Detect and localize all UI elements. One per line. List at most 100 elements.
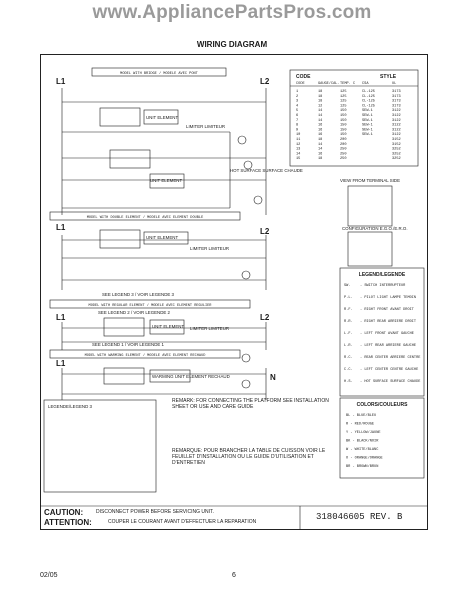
code-table-cell: 1 bbox=[296, 90, 298, 94]
section-title-double: MODEL WITH DOUBLE ELEMENT / MODELE AVEC … bbox=[87, 215, 203, 220]
legend-desc: - LEFT FRONT AVANT GAUCHE bbox=[360, 332, 414, 336]
hot-surface-label-1: HOT SURFACE SURFACE CHAUDE bbox=[230, 168, 303, 173]
label-l2-2: L2 bbox=[260, 227, 270, 236]
diagram-title: WIRING DIAGRAM bbox=[196, 40, 268, 49]
code-table-cell: 125 bbox=[340, 95, 346, 99]
code-table-cell: 6 bbox=[296, 114, 298, 118]
code-table-cell: SEW-1 bbox=[362, 133, 373, 137]
code-table-cell: 3152 bbox=[392, 143, 401, 147]
terminal-config-box bbox=[347, 231, 393, 267]
legend-abbrev: P.L. bbox=[344, 296, 353, 300]
code-table-cell: 8 bbox=[296, 124, 298, 128]
code-table-cell: 200 bbox=[340, 143, 346, 147]
code-table-cell: 16 bbox=[318, 128, 322, 132]
code-table-cell: 14 bbox=[318, 143, 322, 147]
attention-label: ATTENTION: bbox=[44, 518, 92, 527]
code-table-cell: 15 bbox=[296, 157, 300, 161]
section-title-box-bridge bbox=[91, 67, 227, 77]
color-rows: BL - BLUE/BLEU R - RED/ROUGE Y - YELLOW/JA… bbox=[346, 413, 383, 469]
remarque-note: REMARQUE: POUR BRANCHER LA TABLE DE CUIS… bbox=[172, 448, 326, 466]
code-table-cell: 5 bbox=[296, 109, 298, 113]
code-table-cell: 16 bbox=[318, 152, 322, 156]
part-number: 318046605 REV. B bbox=[316, 512, 403, 522]
code-table-cell: 10 bbox=[296, 133, 300, 137]
code-table-cell: 3252 bbox=[392, 148, 401, 152]
code-table-cell: 125 bbox=[340, 100, 346, 104]
color-item: BL - BLUE/BLEU bbox=[346, 413, 376, 418]
color-item: O - ORANGE/ORANGE bbox=[346, 456, 383, 461]
legend-abbrev: R.F. bbox=[344, 308, 353, 312]
code-table-cell: 250 bbox=[340, 157, 346, 161]
code-table-cell: 3122 bbox=[392, 119, 401, 123]
code-table-cell: 200 bbox=[340, 138, 346, 142]
code-table-cell: 12 bbox=[318, 104, 322, 108]
legend-desc: - SWITCH INTERRUPTEUR bbox=[360, 284, 406, 288]
label-l1-1: L1 bbox=[56, 77, 66, 86]
caution-text: DISCONNECT POWER BEFORE SERVICING UNIT. bbox=[96, 509, 214, 515]
color-item: Y - YELLOW/JAUNE bbox=[346, 430, 381, 435]
unit-element-2 bbox=[149, 173, 185, 189]
legend-abbrev: R.C. bbox=[344, 356, 353, 360]
legend-abbrev: R.R. bbox=[344, 320, 353, 324]
unit-element-label-4: UNIT ELEMENT bbox=[152, 324, 184, 329]
legend-desc: - LEFT CENTER CENTRE GAUCHE bbox=[360, 368, 418, 372]
code-table-cell: CL-125 bbox=[362, 90, 375, 94]
section-title-box-warming bbox=[49, 349, 241, 359]
section-title-box-regular bbox=[49, 299, 251, 309]
color-item: R - RED/ROUGE bbox=[346, 422, 374, 427]
code-table-cell: 3122 bbox=[392, 109, 401, 113]
code-table-cell: 18 bbox=[318, 100, 322, 104]
code-table-cell: SEW-1 bbox=[362, 109, 373, 113]
legend-abbrev: L.F. bbox=[344, 332, 353, 336]
switch-block-2 bbox=[109, 149, 151, 169]
code-table-cell: SEW-1 bbox=[362, 128, 373, 132]
code-table-header: UL bbox=[392, 82, 396, 86]
code-table bbox=[289, 69, 419, 167]
color-item: W - WHITE/BLANC bbox=[346, 447, 378, 452]
code-table-cell: 150 bbox=[340, 128, 346, 132]
code-table-cell: 12 bbox=[296, 143, 300, 147]
legend-desc: - PILOT LIGHT LAMPE TEMOIN bbox=[360, 296, 416, 300]
section-title-warming: MODEL WITH WARMING ELEMENT / MODELE AVEC… bbox=[85, 353, 206, 358]
code-table-cell: 250 bbox=[340, 152, 346, 156]
see-legend-2: SEE LEGEND 2 / VOIR LEGENDE 2 bbox=[98, 310, 171, 315]
limiter-label-2: LIMITER LIMITEUR bbox=[190, 246, 229, 251]
label-l1-4: L1 bbox=[56, 359, 66, 368]
code-table-cell: CL-125 bbox=[362, 104, 375, 108]
color-item: BK - BLACK/NOIR bbox=[346, 439, 379, 444]
code-table-cell: 150 bbox=[340, 114, 346, 118]
pilot-light-1 bbox=[237, 135, 247, 145]
legend-abbrev: L.R. bbox=[344, 344, 353, 348]
code-table-cell: 14 bbox=[296, 152, 300, 156]
view-from-label: VIEW FROM TERMINAL SIDE bbox=[340, 178, 400, 183]
see-legend-3: SEE LEGEND 3 / VOIR LEGENDE 3 bbox=[102, 292, 175, 297]
legend-desc: - LEFT REAR ARRIERE GAUCHE bbox=[360, 344, 416, 348]
code-table-cell: 7 bbox=[296, 119, 298, 123]
colors-title: COLORS/COULEURS bbox=[357, 402, 409, 408]
code-table-cell: 18 bbox=[318, 138, 322, 142]
unit-element-1 bbox=[143, 109, 179, 125]
code-table-cell: SEW-1 bbox=[362, 114, 373, 118]
code-table-cell: 16 bbox=[318, 133, 322, 137]
code-table-header: CODE bbox=[296, 82, 305, 86]
code-table-cell: 14 bbox=[318, 109, 322, 113]
terminal-view-box bbox=[347, 185, 393, 227]
label-l1-3: L1 bbox=[56, 313, 66, 322]
unit-element-label-1: UNIT ELEMENT bbox=[146, 115, 178, 120]
section-title-box-double bbox=[49, 211, 241, 221]
legend-notes-box bbox=[43, 399, 157, 493]
code-table-header: CSA bbox=[362, 82, 369, 86]
code-table-cell: 18 bbox=[318, 95, 322, 99]
legend-desc: - RIGHT FRONT AVANT DROIT bbox=[360, 308, 415, 312]
code-table-header: TEMP. C bbox=[340, 82, 355, 86]
label-l2-1: L2 bbox=[260, 77, 270, 86]
code-table-cell: 3122 bbox=[392, 114, 401, 118]
attention-text: COUPER LE COURANT AVANT D'EFFECTUER LA R… bbox=[108, 519, 257, 525]
code-table-cell: 150 bbox=[340, 119, 346, 123]
color-item: BR - BROWN/BRUN bbox=[346, 464, 378, 469]
limiter-label-1: LIMITER LIMITEUR bbox=[186, 124, 225, 129]
configuration-label: CONFIGURATION E.G.O./E.R.O. bbox=[342, 226, 408, 231]
label-n: N bbox=[270, 373, 276, 382]
